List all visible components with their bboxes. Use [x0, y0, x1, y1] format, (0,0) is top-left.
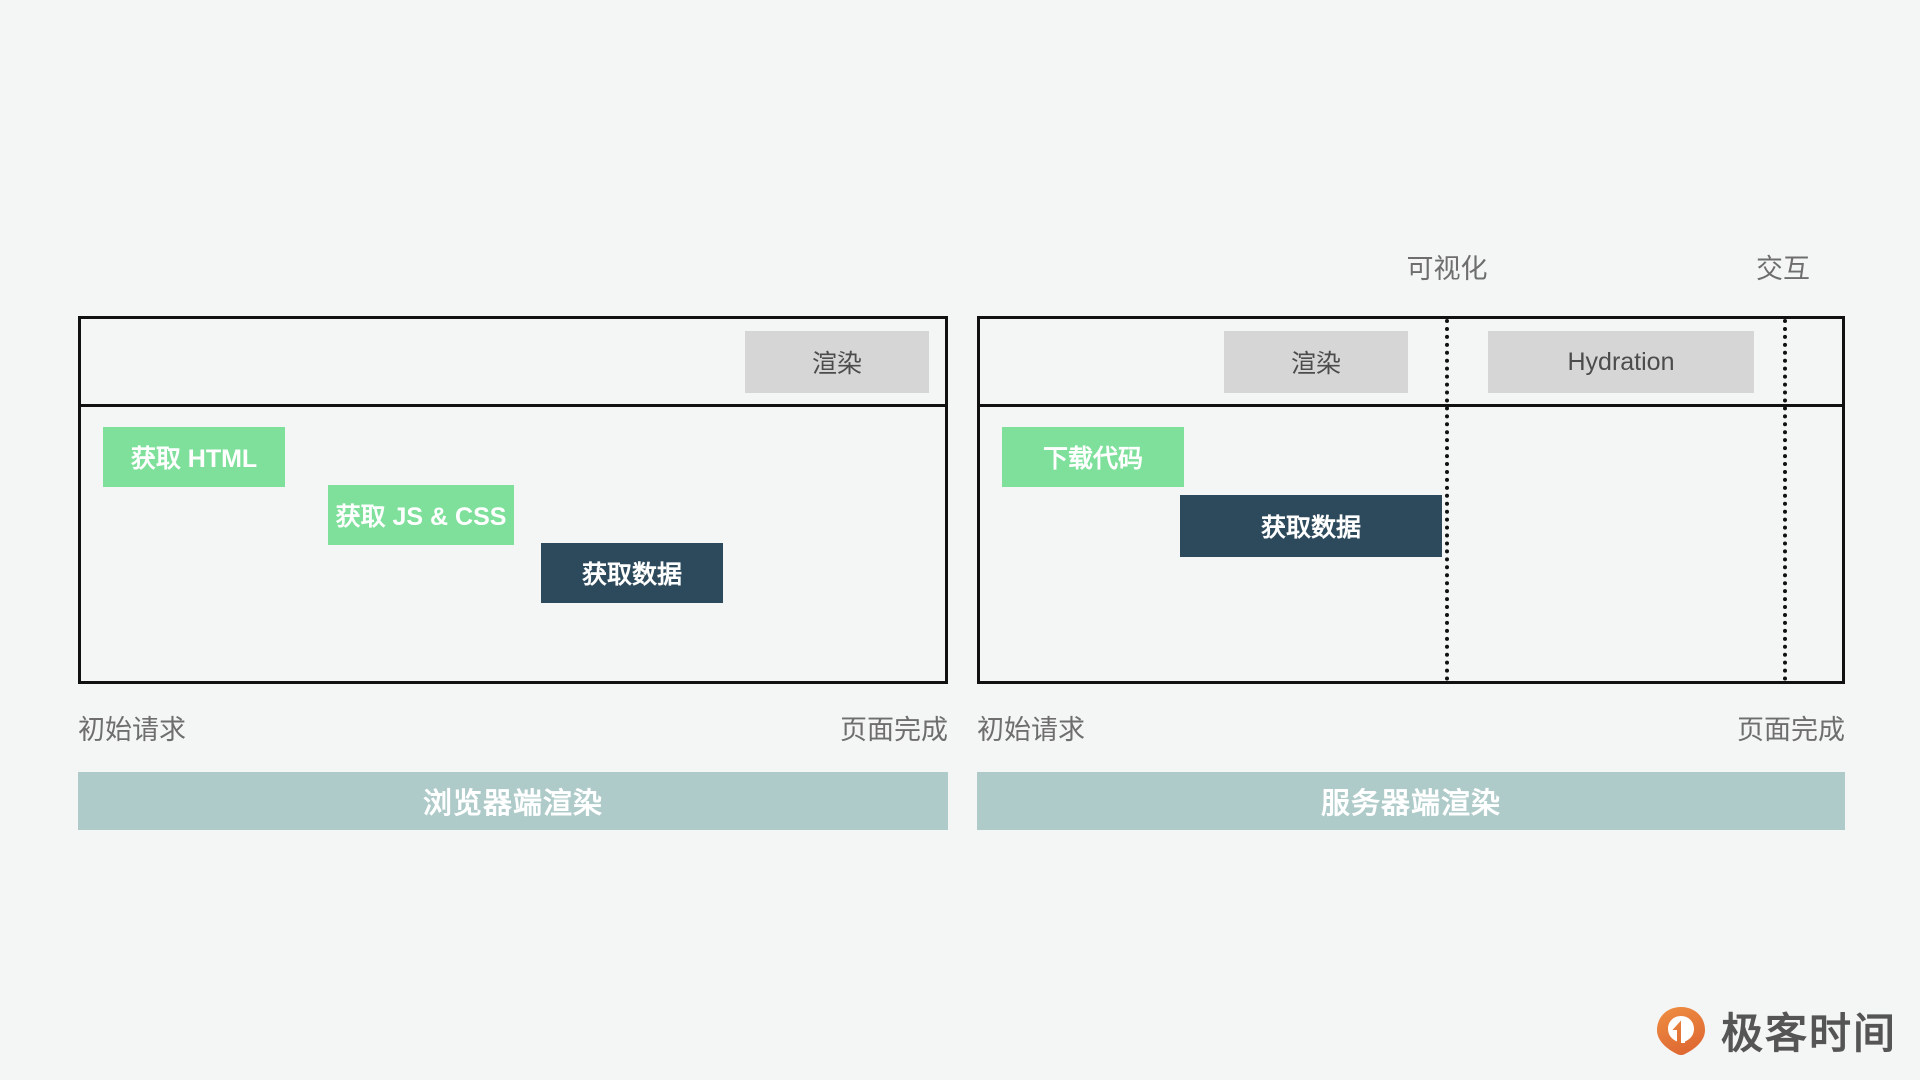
footer-bar-ssr: 服务器端渲染 — [977, 772, 1845, 830]
marker-line-visualization — [1445, 319, 1449, 681]
task-fetch-data[interactable]: 获取数据 — [1180, 495, 1442, 557]
task-hydration[interactable]: Hydration — [1488, 331, 1754, 393]
watermark: 极客时间 — [1655, 1000, 1897, 1061]
panel-ssr-timeline-head: 渲染 Hydration — [980, 319, 1842, 407]
ssr-start-label: 初始请求 — [977, 715, 1085, 745]
marker-label-interactive: 交互 — [1756, 254, 1810, 284]
panel-csr-timeline-body: 获取 HTML 获取 JS & CSS 获取数据 — [81, 407, 945, 681]
panel-client-side-rendering: 渲染 获取 HTML 获取 JS & CSS 获取数据 — [78, 316, 948, 684]
csr-start-label: 初始请求 — [78, 715, 186, 745]
csr-end-label: 页面完成 — [840, 715, 948, 745]
footer-bar-csr: 浏览器端渲染 — [78, 772, 948, 830]
task-download-code[interactable]: 下载代码 — [1002, 427, 1184, 487]
task-fetch-html[interactable]: 获取 HTML — [103, 427, 285, 487]
marker-label-visualization: 可视化 — [1406, 254, 1488, 284]
geektime-pin-icon — [1655, 1005, 1707, 1057]
ssr-end-label: 页面完成 — [1737, 715, 1845, 745]
panel-server-side-rendering: 渲染 Hydration 下载代码 获取数据 — [977, 316, 1845, 684]
task-render[interactable]: 渲染 — [1224, 331, 1408, 393]
task-fetch-data[interactable]: 获取数据 — [541, 543, 723, 603]
marker-line-interactive — [1783, 319, 1787, 681]
task-fetch-js-css[interactable]: 获取 JS & CSS — [328, 485, 514, 545]
task-render[interactable]: 渲染 — [745, 331, 929, 393]
watermark-text: 极客时间 — [1721, 1010, 1898, 1057]
panel-ssr-timeline-body: 下载代码 获取数据 — [980, 407, 1842, 681]
panel-csr-timeline-head: 渲染 — [81, 319, 945, 407]
